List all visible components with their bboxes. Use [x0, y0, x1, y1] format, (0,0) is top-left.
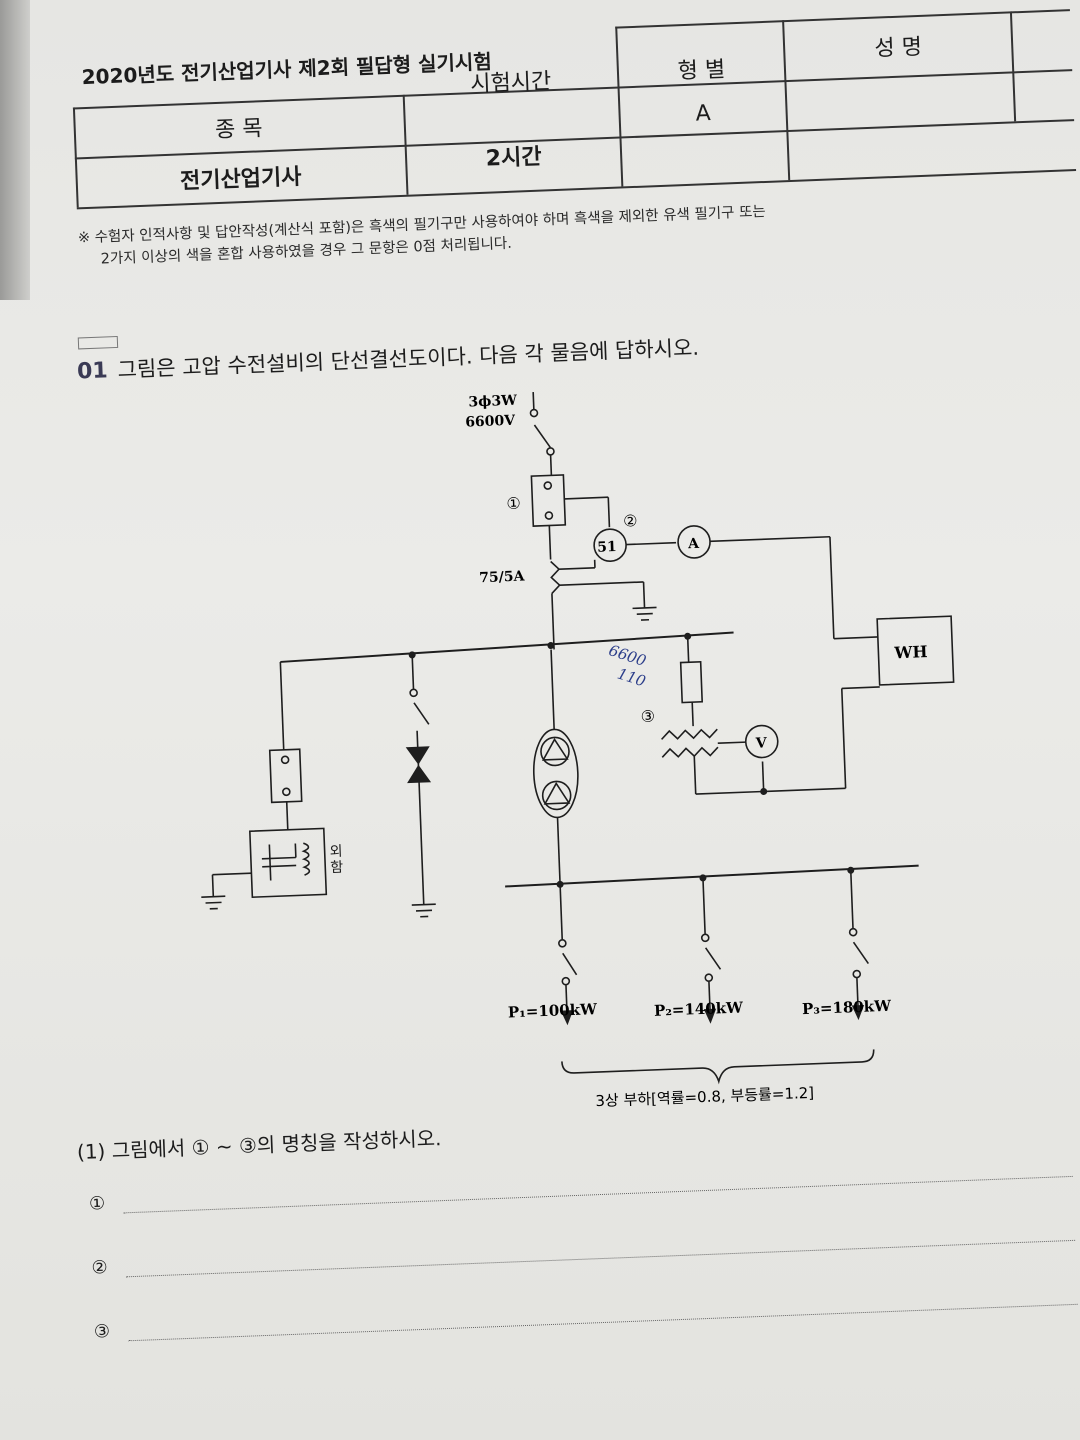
load-3: P₃=180kW: [802, 997, 893, 1018]
answer-label-1: ①: [88, 1193, 106, 1215]
answer-label-3: ③: [93, 1320, 111, 1343]
ct-ratio: 75/5A: [479, 568, 526, 586]
ammeter-label: A: [687, 536, 701, 552]
load-1: P₁=100kW: [508, 1000, 599, 1021]
load-note: 3상 부하[역률=0.8, 부등률=1.2]: [595, 1084, 814, 1110]
watthour-meter: WH: [893, 642, 928, 662]
supply-label-1: 3ϕ3W: [468, 393, 517, 411]
marker-2: ②: [623, 511, 638, 531]
relay-51: 51: [597, 539, 617, 556]
voltmeter-label: V: [755, 735, 769, 751]
supply-label-2: 6600V: [465, 413, 517, 431]
marker-1: ①: [506, 494, 521, 514]
marker-3: ③: [640, 707, 655, 727]
enclosure-label: 외함: [329, 843, 344, 877]
load-2: P₂=140kW: [654, 998, 745, 1019]
answer-label-2: ②: [91, 1257, 109, 1279]
page-edge-shadow: [0, 0, 30, 300]
